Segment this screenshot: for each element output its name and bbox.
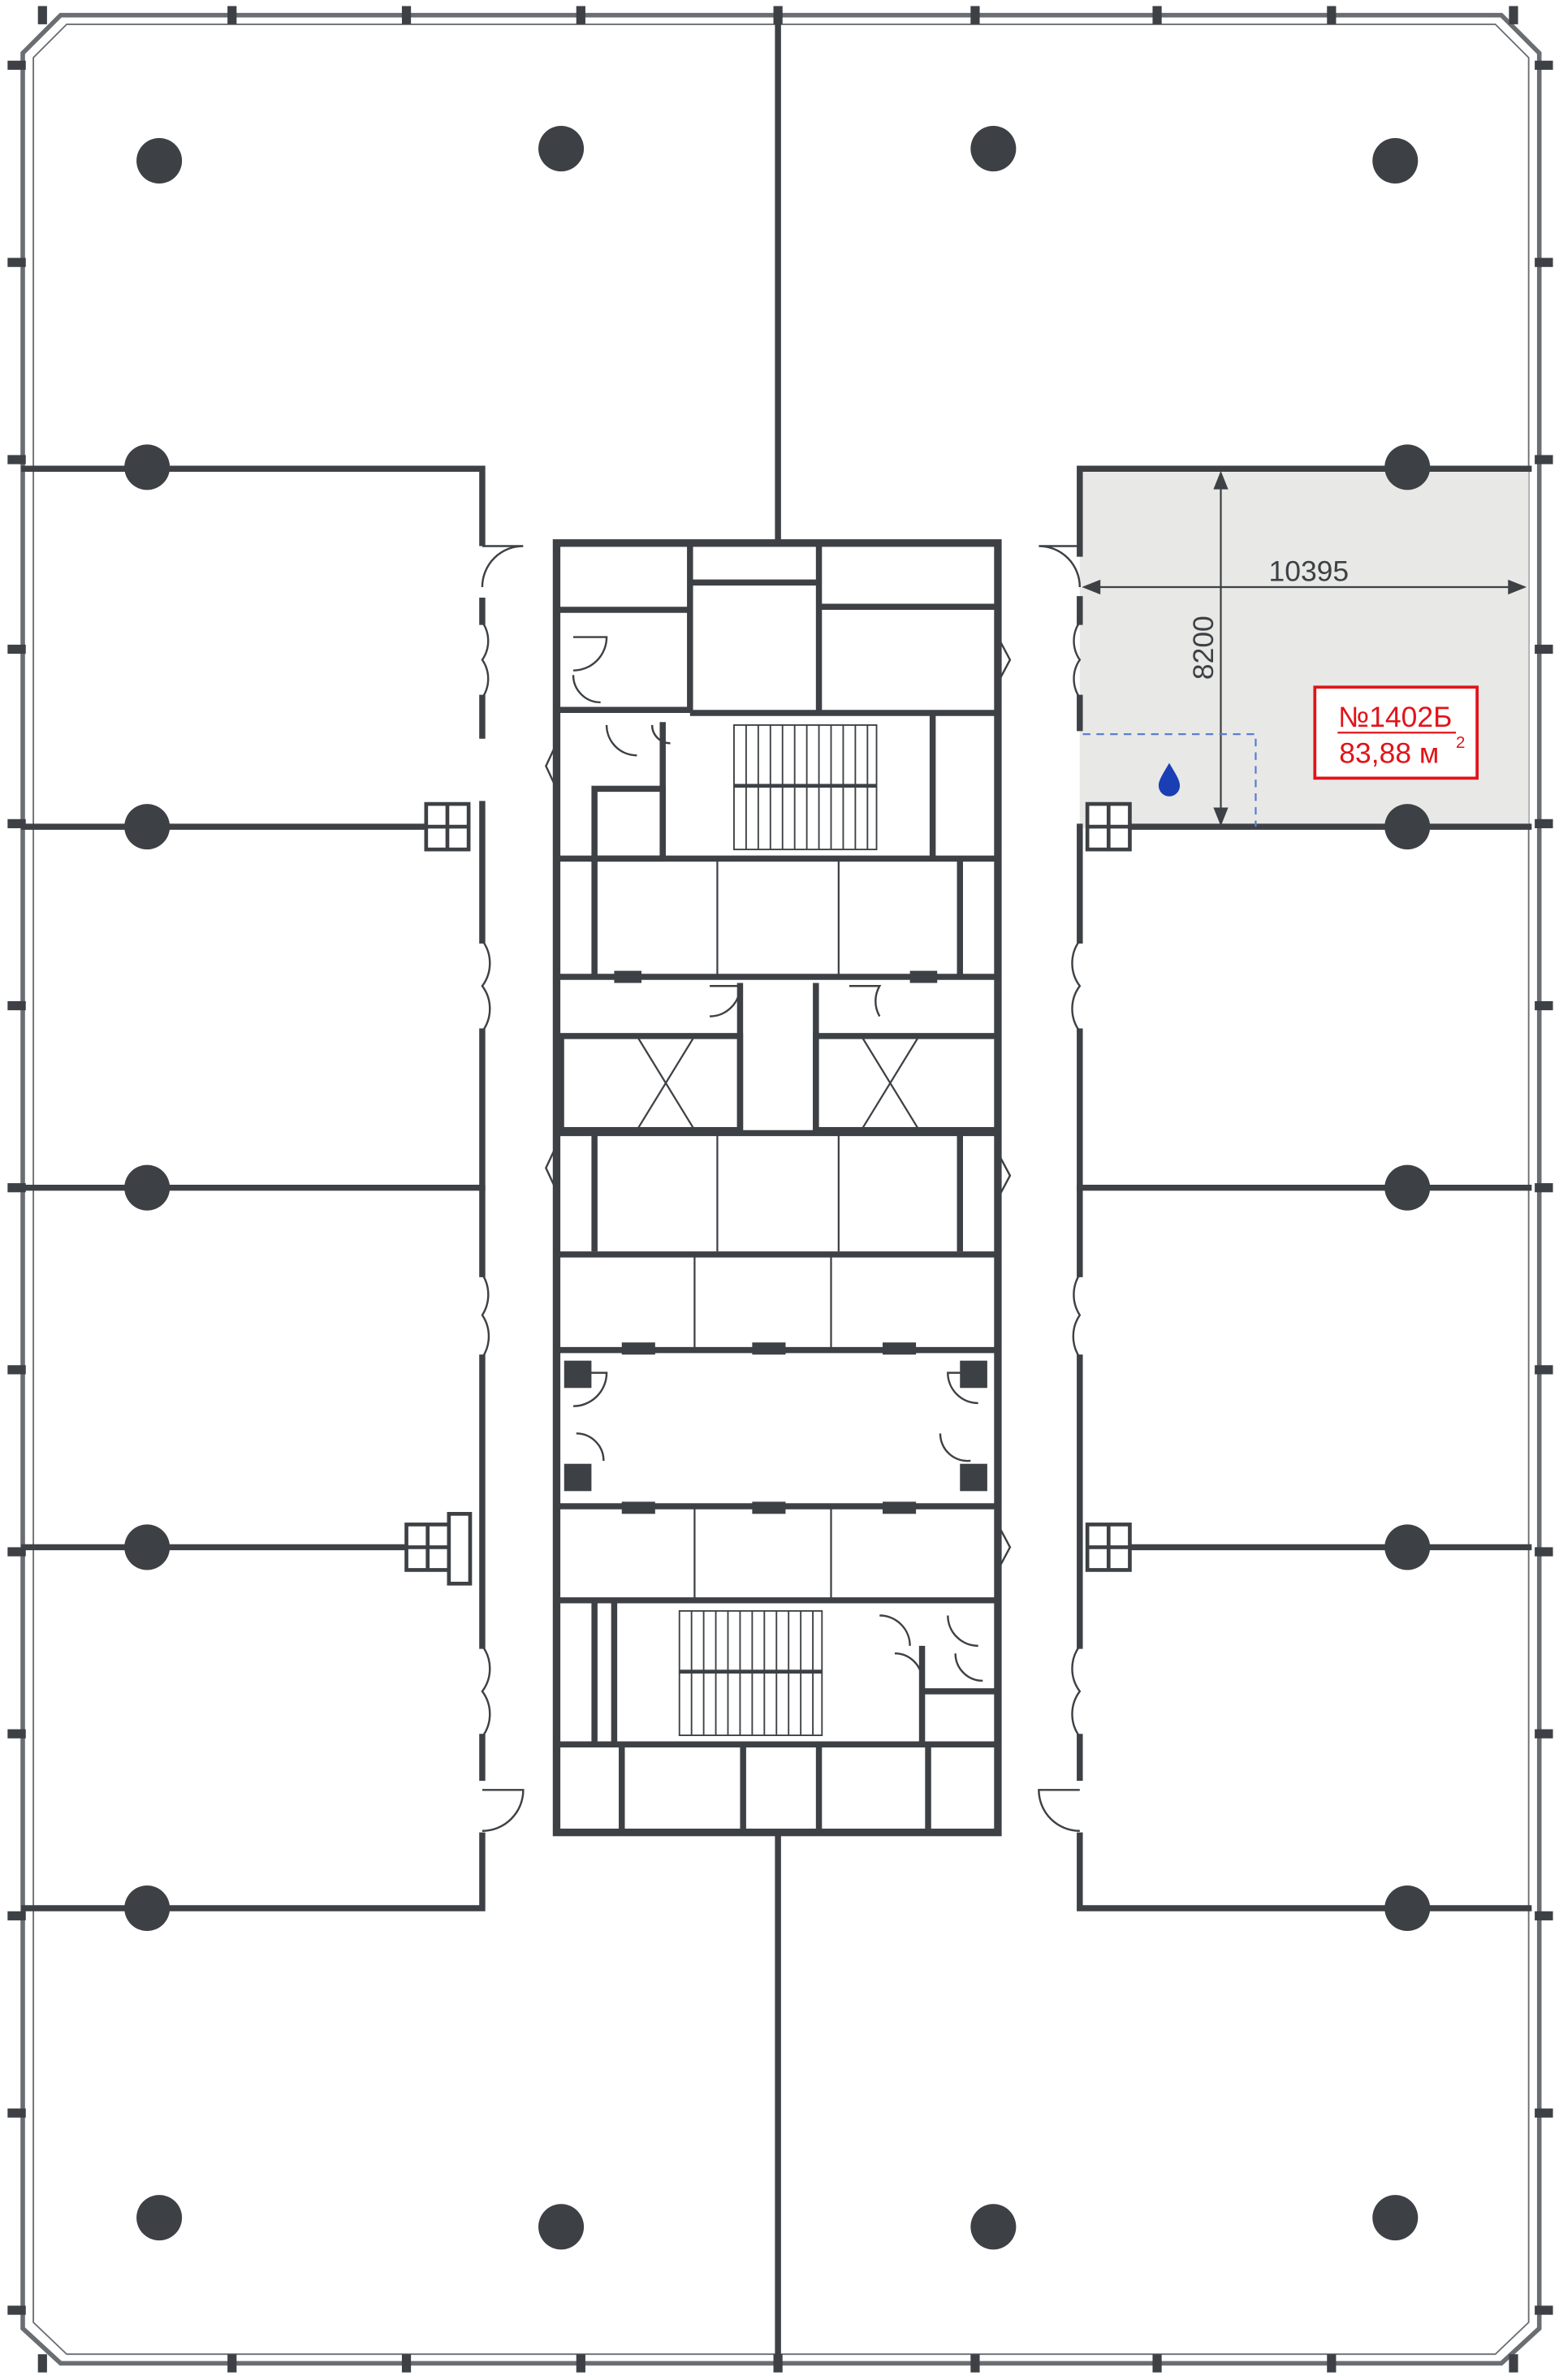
stair-upper (733, 724, 878, 851)
unit-dimension-lines (1082, 470, 1527, 827)
unit-area-superscript: 2 (1456, 733, 1465, 752)
unit-area: 83,88 м (1339, 737, 1439, 770)
core-blocks (564, 970, 987, 1514)
shafts (404, 801, 1132, 1586)
unit-label[interactable]: №1402Б 83,88 м 2 (1313, 685, 1479, 780)
core-thin-lines (636, 858, 920, 1600)
stair-lower (678, 1609, 823, 1737)
building-core (552, 539, 1002, 1837)
dimension-width: 10395 (1269, 555, 1350, 587)
water-drop-icon (1158, 762, 1181, 797)
structural-columns (124, 126, 1431, 2250)
outer-facade (20, 12, 1542, 2366)
doors (481, 545, 1082, 1832)
tenant-walls (21, 21, 1532, 2357)
dimension-height: 8200 (1187, 616, 1220, 680)
wet-zone-boundary (1082, 733, 1257, 827)
unit-number: №1402Б (1338, 701, 1452, 733)
facade-mullions (7, 6, 1553, 2373)
